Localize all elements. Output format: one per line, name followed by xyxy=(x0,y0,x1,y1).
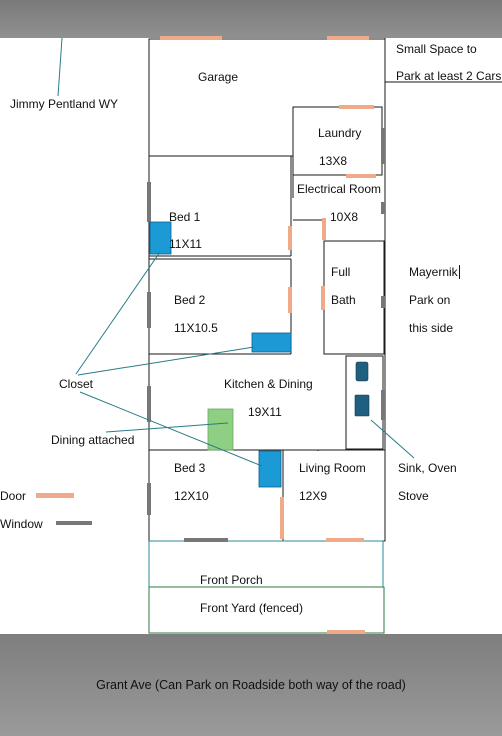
front-porch-label: Front Porch xyxy=(200,573,263,587)
front-yard-label: Front Yard (fenced) xyxy=(200,601,303,615)
legend-window-swatch xyxy=(56,521,92,525)
bath-label-line1: Full xyxy=(331,265,351,279)
window-kitchen-right xyxy=(381,390,385,420)
door-garage-right xyxy=(327,36,369,40)
closet-bed1 xyxy=(149,221,172,255)
window-bed2 xyxy=(147,292,151,328)
front-yard-outline xyxy=(148,586,385,634)
door-laundry-bottom xyxy=(346,174,376,178)
top-road xyxy=(0,0,502,38)
door-yard xyxy=(327,630,365,634)
window-bath xyxy=(381,296,385,308)
callout-closet-bed2 xyxy=(77,346,255,376)
doors xyxy=(36,36,376,634)
front-porch-outline xyxy=(148,540,384,588)
kitchen-label: Kitchen & Dining xyxy=(224,377,313,391)
electrical-label: Electrical Room xyxy=(297,182,382,196)
bed2-size: 11X10.5 xyxy=(174,321,218,335)
sink-icon xyxy=(355,361,369,382)
dining-attached-area xyxy=(207,408,234,451)
grant-ave-label: Grant Ave (Can Park on Roadside both way… xyxy=(96,678,406,692)
window-kitchen xyxy=(147,386,151,422)
legend-window-label: Window xyxy=(0,517,43,531)
callout-closet-bed1 xyxy=(75,251,161,375)
door-bed2 xyxy=(288,287,292,313)
dining-attached-label: Dining attached xyxy=(51,433,135,447)
legend-door-swatch xyxy=(36,493,74,498)
bed3-label: Bed 3 xyxy=(174,461,206,475)
bed1-label: Bed 1 xyxy=(169,210,201,224)
closets xyxy=(149,221,292,488)
windows xyxy=(56,128,385,542)
door-electrical xyxy=(322,218,326,240)
closet-callout-label: Closet xyxy=(59,377,94,391)
garage-label: Garage xyxy=(198,70,239,84)
stove-icon xyxy=(354,394,370,417)
callout-lines xyxy=(57,37,415,467)
kitchen-size: 19X11 xyxy=(248,405,282,419)
door-bed3 xyxy=(280,497,284,539)
door-garage-left xyxy=(160,36,222,40)
window-laundry xyxy=(381,128,385,164)
window-electrical xyxy=(381,202,385,214)
side-note-line1: Mayernik xyxy=(409,265,458,279)
appliances xyxy=(354,361,370,417)
callout-dining xyxy=(105,422,229,433)
closet-bed3 xyxy=(258,450,282,488)
window-bed3 xyxy=(147,483,151,515)
bottom-road xyxy=(0,634,502,736)
bed2-label: Bed 2 xyxy=(174,293,206,307)
text-cursor xyxy=(459,265,460,279)
door-laundry-top xyxy=(339,105,374,109)
side-note-line2: Park on xyxy=(409,293,451,307)
stove-label: Stove xyxy=(398,489,429,503)
window-front xyxy=(184,538,228,542)
legend-door-label: Door xyxy=(0,489,27,503)
window-bed1 xyxy=(147,182,151,222)
door-front xyxy=(326,538,364,542)
bed3-size: 12X10 xyxy=(174,489,209,503)
sink-oven-label: Sink, Oven xyxy=(398,461,457,475)
living-size: 12X9 xyxy=(299,489,328,503)
callout-sink xyxy=(370,419,415,459)
closet-bed2 xyxy=(251,332,292,353)
electrical-size: 10X8 xyxy=(330,210,359,224)
parking-note-line2: Park at least 2 Cars xyxy=(396,69,502,83)
living-label: Living Room xyxy=(299,461,366,475)
side-note-line3: this side xyxy=(409,321,454,335)
parking-note-line1: Small Space to xyxy=(396,42,477,56)
jimmy-pentland-label: Jimmy Pentland WY xyxy=(10,97,119,111)
laundry-size: 13X8 xyxy=(319,154,348,168)
callout-closet-bed3 xyxy=(79,391,263,467)
laundry-label: Laundry xyxy=(318,126,362,140)
bed1-size: 11X11 xyxy=(169,237,202,251)
door-bath xyxy=(321,286,325,310)
callout-jimmy xyxy=(57,37,63,97)
door-bed1 xyxy=(288,226,292,250)
parking-outline xyxy=(384,38,502,83)
bath-label-line2: Bath xyxy=(331,293,356,307)
